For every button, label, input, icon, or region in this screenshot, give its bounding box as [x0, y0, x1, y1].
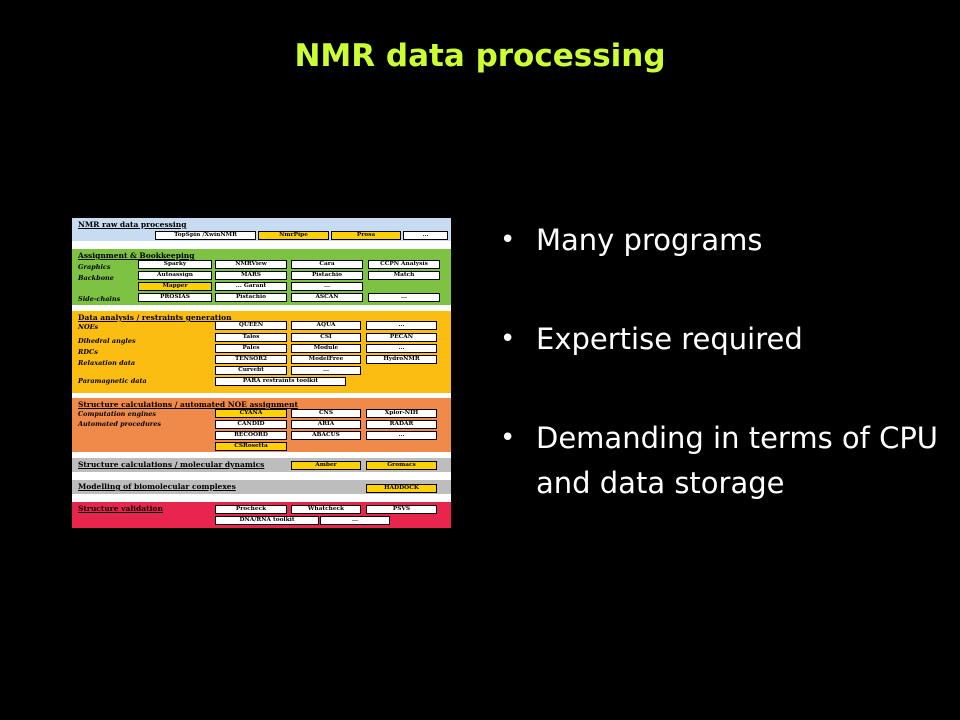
box-nmrpipe: NmrPipe — [258, 231, 329, 240]
box-pistachio-2: Pistachio — [215, 293, 287, 302]
section-data-analysis: Data analysis / restraints generation NO… — [72, 311, 451, 393]
bullet-item: Many programs — [500, 218, 940, 263]
section-modelling: Modelling of biomolecular complexes HADD… — [72, 480, 451, 494]
box-mars: MARS — [215, 271, 287, 280]
box-gromacs: Gromacs — [366, 461, 437, 470]
box-radar: RADAR — [366, 420, 437, 429]
box-pecan: PECAN — [366, 333, 437, 342]
box-cara: Cara — [291, 260, 363, 269]
box-cns: CNS — [291, 409, 361, 418]
section-molecular-dynamics: Structure calculations / molecular dynam… — [72, 458, 451, 472]
box-modelfree: ModelFree — [291, 355, 361, 364]
bullet-item: Expertise required — [500, 317, 940, 362]
box-para-toolkit: PARA restraints toolkit — [215, 377, 346, 386]
box-pistachio: Pistachio — [291, 271, 363, 280]
label-noes: NOEs — [78, 323, 99, 331]
box-topspin: TopSpin /XwinNMR — [155, 231, 256, 240]
box-garant: ... Garant — [215, 282, 287, 291]
box-psvs: PSVS — [366, 505, 437, 514]
box-prosias: PROSIAS — [138, 293, 212, 302]
box-csrosetta: CSRosetta — [215, 442, 287, 451]
box-pales: Pales — [215, 344, 287, 353]
box-match: Match — [368, 271, 440, 280]
bullet-item: Demanding in terms of CPU and data stora… — [500, 416, 940, 506]
section-title: NMR raw data processing — [78, 220, 187, 229]
label-paramagnetic: Paramagnetic data — [78, 377, 147, 385]
label-relaxation: Relaxation data — [78, 359, 136, 367]
box-recoord: RECOORD — [215, 431, 287, 440]
box-ellipsis-2: ... — [368, 293, 440, 302]
section-title: Data analysis / restraints generation — [78, 313, 232, 322]
nmr-software-diagram: NMR raw data processing TopSpin /XwinNMR… — [72, 218, 451, 528]
box-ascan: ASCAN — [291, 293, 363, 302]
box-nmrview: NMRView — [215, 260, 287, 269]
label-dihedral: Dihedral angles — [78, 337, 136, 345]
box-whatcheck: Whatcheck — [291, 505, 361, 514]
section-title: Structure validation — [78, 504, 163, 513]
box-sparky: Sparky — [138, 260, 212, 269]
box-prosa: Prosa — [331, 231, 401, 240]
label-backbone: Backbone — [78, 274, 114, 282]
section-raw-processing: NMR raw data processing TopSpin /XwinNMR… — [72, 218, 451, 241]
box-aria: ARIA — [291, 420, 361, 429]
label-side-chains: Side-chains — [78, 295, 121, 303]
box-tensor2: TENSOR2 — [215, 355, 287, 364]
section-title: Modelling of biomolecular complexes — [78, 482, 236, 491]
box-ellipsis: ... — [403, 231, 448, 240]
box-ellipsis-2: ... — [366, 344, 437, 353]
box-autoassign: Autoassign — [138, 271, 212, 280]
section-assignment: Assignment & Bookkeeping Graphics Backbo… — [72, 249, 451, 305]
label-computation-engines: Computation engines — [78, 410, 157, 418]
box-module: Module — [291, 344, 361, 353]
box-queen: QUEEN — [215, 321, 287, 330]
box-mapper: Mapper — [138, 282, 212, 291]
label-graphics: Graphics — [78, 263, 111, 271]
box-aqua: AQUA — [291, 321, 361, 330]
box-ellipsis: ... — [366, 431, 437, 440]
box-ellipsis: ... — [320, 516, 390, 525]
box-abacus: ABACUS — [291, 431, 361, 440]
box-haddock: HADDOCK — [366, 484, 437, 493]
box-ellipsis-3: ... — [291, 366, 361, 375]
section-structure-noe: Structure calculations / automated NOE a… — [72, 398, 451, 452]
box-csi: CSI — [291, 333, 361, 342]
box-talos: Talos — [215, 333, 287, 342]
bullet-list: Many programs Expertise required Demandi… — [500, 218, 940, 584]
section-title: Assignment & Bookkeeping — [78, 251, 195, 260]
box-cyana: CYANA — [215, 409, 287, 418]
box-dna-rna-toolkit: DNA/RNA toolkit — [215, 516, 319, 525]
section-title: Structure calculations / molecular dynam… — [78, 460, 265, 469]
box-candid: CANDID — [215, 420, 287, 429]
box-ccpn: CCPN Analysis — [368, 260, 440, 269]
box-xplor: Xplor-NIH — [366, 409, 437, 418]
section-title: Structure calculations / automated NOE a… — [78, 400, 298, 409]
label-rdcs: RDCs — [78, 348, 98, 356]
box-amber: Amber — [291, 461, 361, 470]
slide-title: NMR data processing — [294, 38, 666, 74]
label-automated-procedures: Automated procedures — [78, 420, 162, 428]
box-ellipsis: ... — [291, 282, 363, 291]
section-validation: Structure validation Procheck Whatcheck … — [72, 502, 451, 528]
box-ellipsis: ... — [366, 321, 437, 330]
box-hydronmr: HydroNMR — [366, 355, 437, 364]
box-curvefit: Curvefit — [215, 366, 287, 375]
box-procheck: Procheck — [215, 505, 287, 514]
